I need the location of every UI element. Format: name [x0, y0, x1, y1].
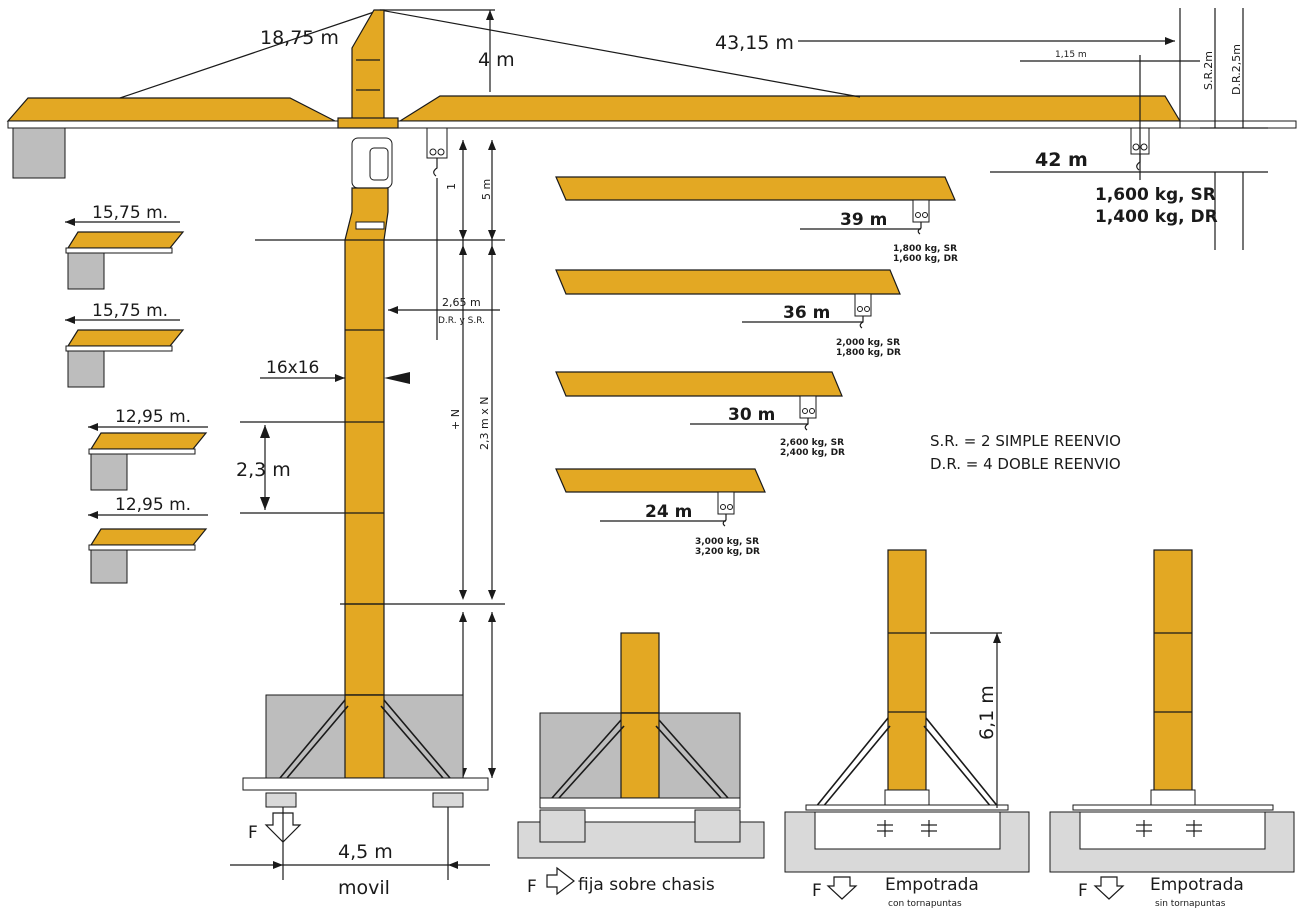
crane-mast: 1 5 m 2,65 m D.R. y S.R. 16x16 + N 2,3 m… — [236, 140, 505, 781]
dim-front-jib-label: 43,15 m — [715, 32, 794, 54]
jib-variant-30: 30 m 2,600 kg, SR 2,400 kg, DR — [555, 371, 845, 458]
force-label-2: F — [527, 877, 537, 897]
counter-jib-4-label: 12,95 m. — [115, 495, 191, 515]
base-empotrada-sin: F Empotrada sin tornapuntas — [1049, 549, 1295, 909]
emp2-label: Empotrada — [1150, 875, 1244, 895]
emp1-sub-label: con tornapuntas — [888, 899, 962, 909]
dim-trolley-offset-label: 1,15 m — [1055, 50, 1087, 60]
counter-jib-3-label: 12,95 m. — [115, 407, 191, 427]
mast-body — [344, 187, 389, 781]
jib-36-load-sr: 2,000 kg, SR — [836, 338, 900, 348]
force-label-3: F — [812, 881, 822, 901]
dim-23-label: 2,3 m — [236, 459, 291, 481]
hook-24-icon — [717, 491, 735, 527]
force-arrow-icon — [546, 866, 575, 896]
base-movil: F 4,5 m movil — [230, 694, 490, 899]
counter-jib-variants: 15,75 m. 15,75 m. 12,95 m. 12,95 m. — [65, 203, 208, 584]
hook-30-icon — [799, 395, 817, 431]
jib-30-load-sr: 2,600 kg, SR — [780, 438, 844, 448]
rear-counter-jib — [6, 97, 336, 122]
counter-jib-2: 15,75 m. — [65, 301, 185, 388]
jib-24-load-dr: 3,200 kg, DR — [695, 547, 760, 557]
legend-sr: S.R. = 2 SIMPLE REENVIO — [930, 432, 1121, 450]
jib-36-reach: 36 m — [783, 303, 830, 323]
jib-30-load-dr: 2,400 kg, DR — [780, 448, 845, 458]
force-label-4: F — [1078, 881, 1088, 901]
main-reach-label: 42 m — [1035, 149, 1088, 171]
mast-section-label: 16x16 — [266, 358, 319, 378]
emp2-sub-label: sin tornapuntas — [1155, 899, 1226, 909]
counter-jib-3: 12,95 m. — [88, 407, 208, 491]
front-tie-line — [379, 9, 861, 98]
dim-plus-n-label: + N — [449, 409, 462, 430]
dim-mast-top-label: 4 m — [478, 49, 515, 71]
rear-tie-line — [119, 9, 381, 99]
dim-23-n-label: 2,3 m x N — [478, 397, 491, 450]
dim-dr-label: D.R.2,5m — [1230, 44, 1243, 95]
chasis-label: fija sobre chasis — [578, 875, 715, 895]
force-arrow-icon — [826, 876, 858, 900]
front-jib-chord — [397, 120, 1297, 129]
jib-variant-36: 36 m 2,000 kg, SR 1,800 kg, DR — [555, 269, 901, 358]
force-label-1: F — [248, 823, 258, 843]
jib-24-reach: 24 m — [645, 502, 692, 522]
crane-top-assembly: 18,75 m 4 m 43,15 m 1,15 m S.R.2m D.R.2,… — [6, 8, 1297, 250]
base-chasis: F fija sobre chasis — [517, 632, 765, 897]
jib-variant-39: 39 m 1,800 kg, SR 1,600 kg, DR — [555, 176, 958, 264]
jib-39-reach: 39 m — [840, 210, 887, 230]
movil-width-label: 4,5 m — [338, 841, 393, 863]
force-arrow-icon — [1093, 876, 1125, 900]
jib-24-load-sr: 3,000 kg, SR — [695, 537, 759, 547]
jib-39-load-sr: 1,800 kg, SR — [893, 244, 957, 254]
embedded-height-label: 6,1 m — [976, 685, 998, 740]
tower-peak — [351, 9, 385, 126]
legend-dr: D.R. = 4 DOBLE REENVIO — [930, 455, 1121, 473]
jib-variant-24: 24 m 3,000 kg, SR 3,200 kg, DR — [555, 468, 766, 557]
counter-jib-2-label: 15,75 m. — [92, 301, 168, 321]
dim-265-label: 2,65 m — [442, 296, 481, 309]
main-load-dr-label: 1,400 kg, DR — [1095, 207, 1218, 227]
front-jib — [397, 95, 1182, 122]
jib-variants: 39 m 1,800 kg, SR 1,600 kg, DR 36 m 2,00… — [555, 176, 958, 557]
hook-36-icon — [854, 293, 872, 329]
jib-36-load-dr: 1,800 kg, DR — [836, 348, 901, 358]
movil-label: movil — [338, 877, 390, 899]
base-empotrada-con: 6,1 m F Empotrada con tornapuntas — [784, 549, 1030, 909]
main-load-sr-label: 1,600 kg, SR — [1095, 185, 1216, 205]
counter-jib-1: 15,75 m. — [65, 203, 185, 290]
dim-rear-jib-label: 18,75 m — [260, 27, 339, 49]
dim-1-label: 1 — [445, 183, 458, 190]
counter-jib-1-label: 15,75 m. — [92, 203, 168, 223]
counter-jib-4: 12,95 m. — [88, 495, 208, 584]
slewing-ring — [337, 117, 399, 129]
dim-sr-label: S.R.2m — [1202, 51, 1215, 90]
dim-5m-label: 5 m — [480, 179, 493, 200]
hook-near-icon — [426, 127, 448, 177]
jib-39-load-dr: 1,600 kg, DR — [893, 254, 958, 264]
force-arrow-icon — [264, 812, 302, 843]
jib-30-reach: 30 m — [728, 405, 775, 425]
emp1-label: Empotrada — [885, 875, 979, 895]
hook-39-icon — [912, 199, 930, 235]
dim-265-note: D.R. y S.R. — [438, 316, 485, 326]
counterweight-block — [12, 127, 66, 179]
